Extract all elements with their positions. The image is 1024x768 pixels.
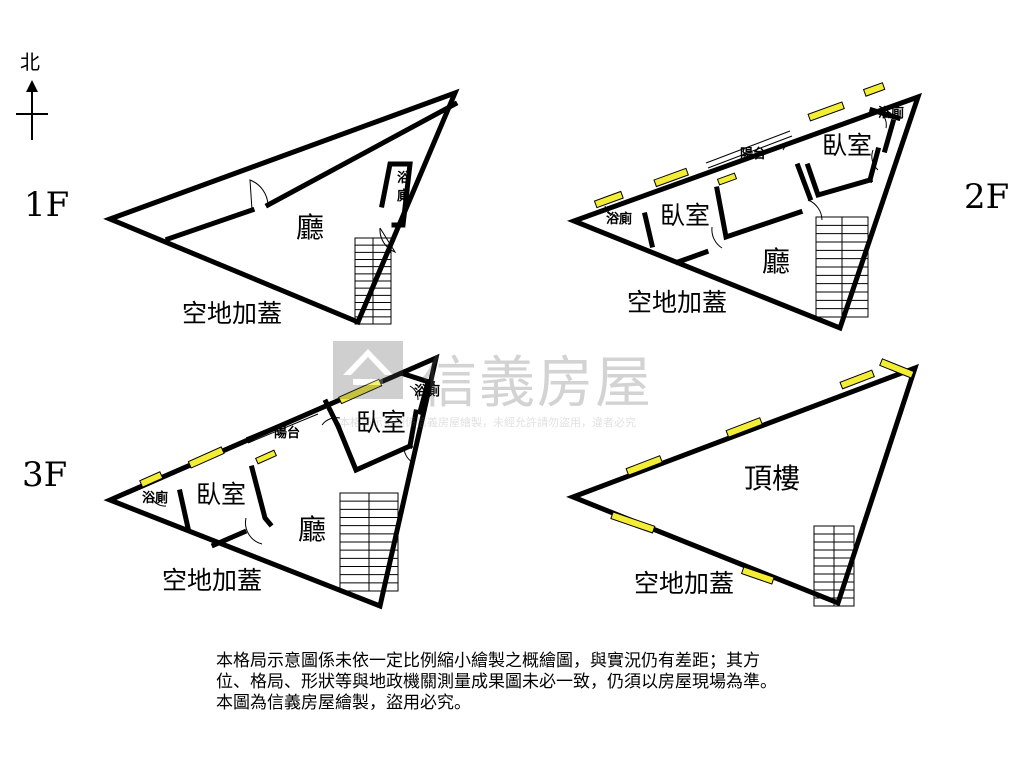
f2-bed-left-label: 臥室 bbox=[660, 201, 711, 230]
north-arrow-icon bbox=[16, 80, 48, 140]
windows-roof bbox=[610, 358, 915, 585]
disclaimer-line: 本格局示意圖係未依一定比例縮小繪製之概繪圖，與實況仍有差距；其方 bbox=[216, 651, 760, 671]
roof-stairs bbox=[814, 526, 854, 606]
f3-balcony-label: 陽台 bbox=[274, 426, 301, 441]
f3-hall-label: 廳 bbox=[298, 513, 327, 546]
f3-bath-right-label: 浴廁 bbox=[414, 384, 441, 399]
f3-site-label: 空地加蓋 bbox=[162, 566, 263, 595]
f3-bed-left-label: 臥室 bbox=[196, 480, 247, 509]
f2-hall-label: 廳 bbox=[762, 245, 791, 278]
f3-bath-left-label: 浴廁 bbox=[142, 491, 169, 506]
house-logo-icon bbox=[333, 341, 403, 399]
f1-bath-label: 浴 廁 bbox=[397, 171, 411, 204]
disclaimer-line: 本圖為信義房屋繪製，盜用必究。 bbox=[216, 693, 471, 713]
brand-name: 信義房屋 bbox=[421, 351, 653, 416]
roof-top-label: 頂樓 bbox=[744, 462, 801, 495]
floor-2f-stairs bbox=[816, 217, 868, 317]
floor-label-1f: 1F bbox=[24, 185, 70, 225]
f3-bed-right-label: 臥室 bbox=[356, 408, 407, 437]
floor-1f-plan bbox=[103, 88, 460, 326]
f1-site-label: 空地加蓋 bbox=[182, 299, 283, 328]
f1-hall-label: 廳 bbox=[296, 211, 325, 244]
north-label: 北 bbox=[20, 50, 40, 74]
floor-3f-plan bbox=[103, 353, 440, 610]
brand-watermark: 信義房屋 本格局示意圖係信義房屋繪製，未經允許請勿盜用，違者必究 bbox=[333, 338, 693, 429]
disclaimer: 本格局示意圖係未依一定比例縮小繪製之概繪圖，與實況仍有差距；其方 位、格局、形狀… bbox=[216, 651, 866, 714]
f2-bath-right-label: 浴廁 bbox=[878, 106, 905, 121]
floor-3f-stairs bbox=[340, 493, 398, 591]
f2-bed-right-label: 臥室 bbox=[822, 131, 873, 160]
f2-site-label: 空地加蓋 bbox=[627, 288, 728, 317]
floor-label-2f: 2F bbox=[964, 177, 1010, 217]
floor-1f-stairs bbox=[355, 238, 391, 324]
windows-2f bbox=[593, 82, 886, 209]
brand-notice: 本格局示意圖係信義房屋繪製，未經允許請勿盜用，違者必究 bbox=[339, 416, 636, 429]
floor-2f-plan bbox=[566, 82, 923, 332]
windows-3f bbox=[139, 378, 383, 488]
f2-bath-left-label: 浴廁 bbox=[606, 212, 633, 227]
roof-site-label: 空地加蓋 bbox=[634, 569, 735, 598]
floor-label-3f: 3F bbox=[22, 455, 68, 495]
disclaimer-line: 位、格局、形狀等與地政機關測量成果圖未必一致，仍須以房屋現場為準。 bbox=[216, 672, 777, 692]
f2-balcony-label: 陽台 bbox=[740, 147, 767, 162]
